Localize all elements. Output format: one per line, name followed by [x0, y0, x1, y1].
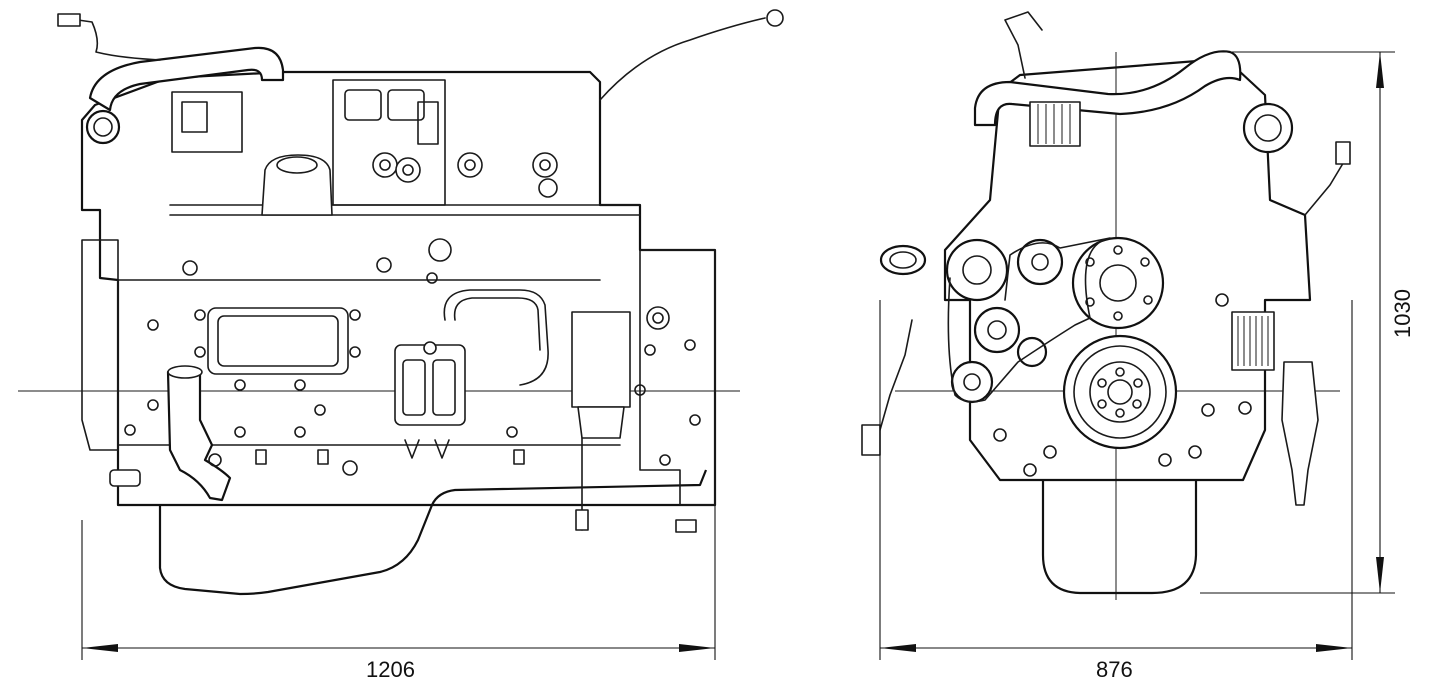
- sensor-top-right-plug: [1335, 141, 1351, 165]
- turbo-front: [1242, 102, 1294, 154]
- valve-cover-connector: [417, 101, 439, 145]
- turbo-inlet-inner: [93, 117, 113, 137]
- fuel-filter-bowl: [577, 406, 625, 439]
- dimension-side-length: [81, 505, 716, 660]
- oil-cooler-front: [1231, 311, 1275, 371]
- dimension-label-side-length: 1206: [366, 657, 415, 682]
- pump-cell-1: [402, 359, 426, 416]
- oil-pan-front: [1041, 480, 1198, 595]
- dimension-label-front-width: 876: [1096, 657, 1133, 682]
- filter-cap: [276, 156, 318, 174]
- block-bolts-side: [124, 238, 701, 476]
- serpentine-belt: [947, 237, 1111, 403]
- pump-foot-2: [434, 439, 450, 459]
- fuel-line-loop: [443, 289, 549, 386]
- intake-pipe-front: [973, 50, 1242, 127]
- damper-hub: [1089, 361, 1151, 423]
- cover-bolts: [194, 309, 361, 391]
- fuel-line-loop-2: [453, 297, 541, 351]
- harness-top-front: [1004, 11, 1043, 79]
- engine-side-view: [18, 9, 784, 660]
- cooler-fin-lines: [1037, 104, 1071, 144]
- sensor-harness-front: [879, 319, 913, 431]
- wiring-harness-side: [599, 17, 766, 101]
- sensor-plug-left: [57, 13, 81, 27]
- egr-actuator: [181, 101, 208, 133]
- coolant-inlet-front: [879, 244, 927, 276]
- fuel-filter-front: [1281, 361, 1319, 506]
- water-outlet-side: [166, 370, 232, 502]
- oil-pan-side: [158, 469, 708, 596]
- dimension-front-height: [1200, 51, 1395, 594]
- valve-cover-panel-1: [344, 89, 382, 121]
- alternator-pulley: [950, 360, 994, 404]
- fuel-drain-plug: [575, 509, 589, 531]
- crankshaft-damper: [1062, 334, 1178, 450]
- harness-connector: [766, 9, 784, 27]
- intake-pipe-side: [88, 46, 285, 112]
- damper-center: [1107, 379, 1133, 405]
- oil-cooler-front-fins: [1237, 316, 1269, 366]
- dimension-front-width: [879, 300, 1353, 660]
- pump-top-bolt: [423, 341, 437, 355]
- camshaft-gear-hub: [1099, 264, 1137, 302]
- coolant-inlet-inner: [889, 251, 917, 269]
- pump-cell-2: [432, 359, 456, 416]
- turbo-front-inner: [1254, 114, 1282, 142]
- coolant-pipe-stub: [109, 469, 141, 487]
- valve-cover: [332, 79, 446, 206]
- engine-front-view: [861, 11, 1395, 660]
- tensioner-hub: [987, 320, 1007, 340]
- damper-ring: [1073, 345, 1167, 439]
- sensor-wire-left: [77, 19, 161, 61]
- water-pump-pulley: [945, 238, 1009, 302]
- pump-foot-1: [404, 439, 420, 459]
- valve-cover-panel-2: [387, 89, 425, 121]
- water-outlet-cap: [167, 365, 203, 379]
- oil-cooler-cover: [207, 307, 349, 375]
- turbo-inlet-side: [85, 109, 121, 145]
- idler-pulley-1-hub: [1031, 253, 1049, 271]
- injectors-row: [372, 152, 558, 198]
- alternator-hub: [963, 373, 981, 391]
- engine-block-front: [943, 58, 1312, 482]
- camshaft-gear-cover: [1071, 236, 1165, 330]
- oil-cooler-cover-inner: [217, 315, 339, 367]
- dimension-label-front-height: 1030: [1390, 289, 1415, 338]
- cam-gear-bolts: [1085, 245, 1153, 321]
- tensioner-pulley: [973, 306, 1021, 354]
- oil-pan-bosses: [255, 449, 697, 533]
- flywheel-housing-side: [81, 239, 119, 451]
- oil-filter-housing: [261, 154, 333, 216]
- sensor-plug-front: [861, 424, 881, 456]
- bellhousing-side: [639, 249, 716, 506]
- sensor-top-right: [1304, 159, 1346, 216]
- idler-pulley-1: [1016, 238, 1064, 286]
- fuel-filter-body: [571, 311, 631, 408]
- block-bolts-front: [993, 293, 1252, 477]
- water-pump-hub: [962, 255, 992, 285]
- damper-bolts: [1097, 367, 1143, 418]
